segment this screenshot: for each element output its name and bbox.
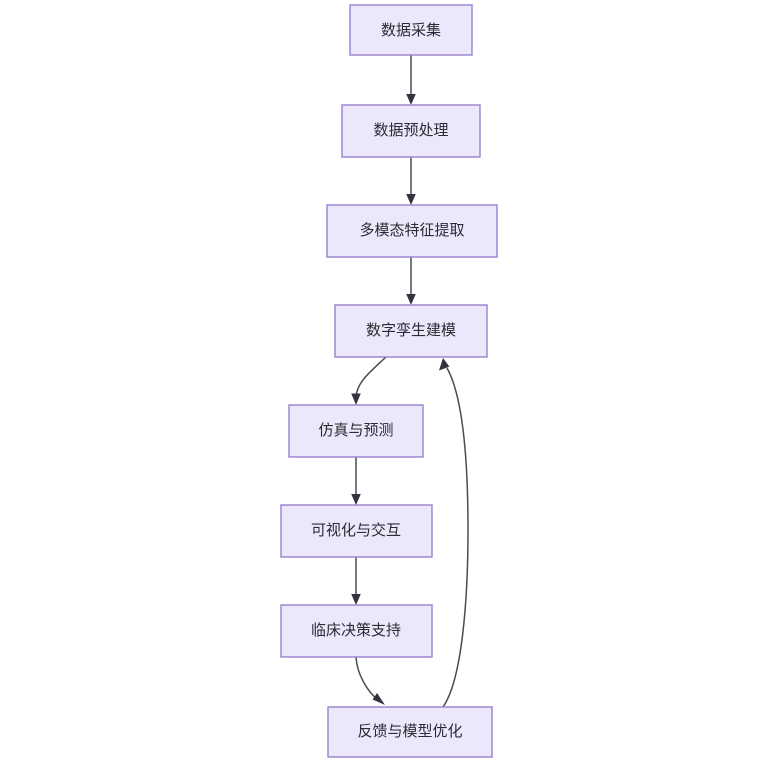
node-label: 可视化与交互 (311, 521, 401, 539)
edge-layer (351, 55, 469, 708)
node-layer: 数据采集 数据预处理 多模态特征提取 数字孪生建模 仿真与预测 (280, 4, 498, 758)
node-shape[interactable] (326, 204, 498, 258)
edge-n8-n4-feedback (439, 358, 469, 708)
node-label: 反馈与模型优化 (357, 723, 462, 740)
node-label: 临床决策支持 (311, 622, 401, 639)
arrow-head-icon (406, 294, 416, 305)
node-shape[interactable] (288, 404, 424, 458)
arrow-head-icon (351, 494, 361, 505)
arrow-head-icon (372, 693, 385, 705)
node-n6[interactable]: 可视化与交互 (280, 504, 433, 558)
node-label: 数字孪生建模 (366, 322, 456, 339)
node-n8[interactable]: 反馈与模型优化 (327, 706, 493, 758)
node-shape[interactable] (334, 304, 488, 358)
node-n7[interactable]: 临床决策支持 (280, 604, 433, 658)
arrow-head-icon (406, 94, 416, 105)
node-label: 多模态特征提取 (359, 222, 464, 239)
node-shape[interactable] (341, 104, 481, 158)
node-n4[interactable]: 数字孪生建模 (334, 304, 488, 358)
edge-n1-n2 (406, 55, 416, 105)
arrow-head-icon (406, 194, 416, 205)
node-shape[interactable] (280, 604, 433, 658)
node-label: 仿真与预测 (318, 421, 393, 439)
edge-curve (355, 356, 387, 398)
arrow-head-icon (351, 594, 361, 605)
node-label: 数据采集 (381, 22, 441, 39)
edge-n4-n5 (351, 356, 387, 405)
edge-n7-n8 (355, 656, 385, 705)
edge-curve (442, 367, 469, 708)
arrow-head-icon (351, 393, 361, 405)
node-n5[interactable]: 仿真与预测 (288, 404, 424, 458)
node-n3[interactable]: 多模态特征提取 (326, 204, 498, 258)
node-label: 数据预处理 (373, 122, 448, 139)
node-n2[interactable]: 数据预处理 (341, 104, 481, 158)
edge-n5-n6 (351, 457, 361, 505)
node-shape[interactable] (327, 706, 493, 758)
edge-curve (355, 656, 379, 701)
edge-n2-n3 (406, 157, 416, 205)
node-n1[interactable]: 数据采集 (349, 4, 473, 56)
node-shape[interactable] (349, 4, 473, 56)
arrow-head-icon (439, 358, 450, 371)
edge-n6-n7 (351, 557, 361, 605)
edge-n3-n4 (406, 257, 416, 305)
node-shape[interactable] (280, 504, 433, 558)
